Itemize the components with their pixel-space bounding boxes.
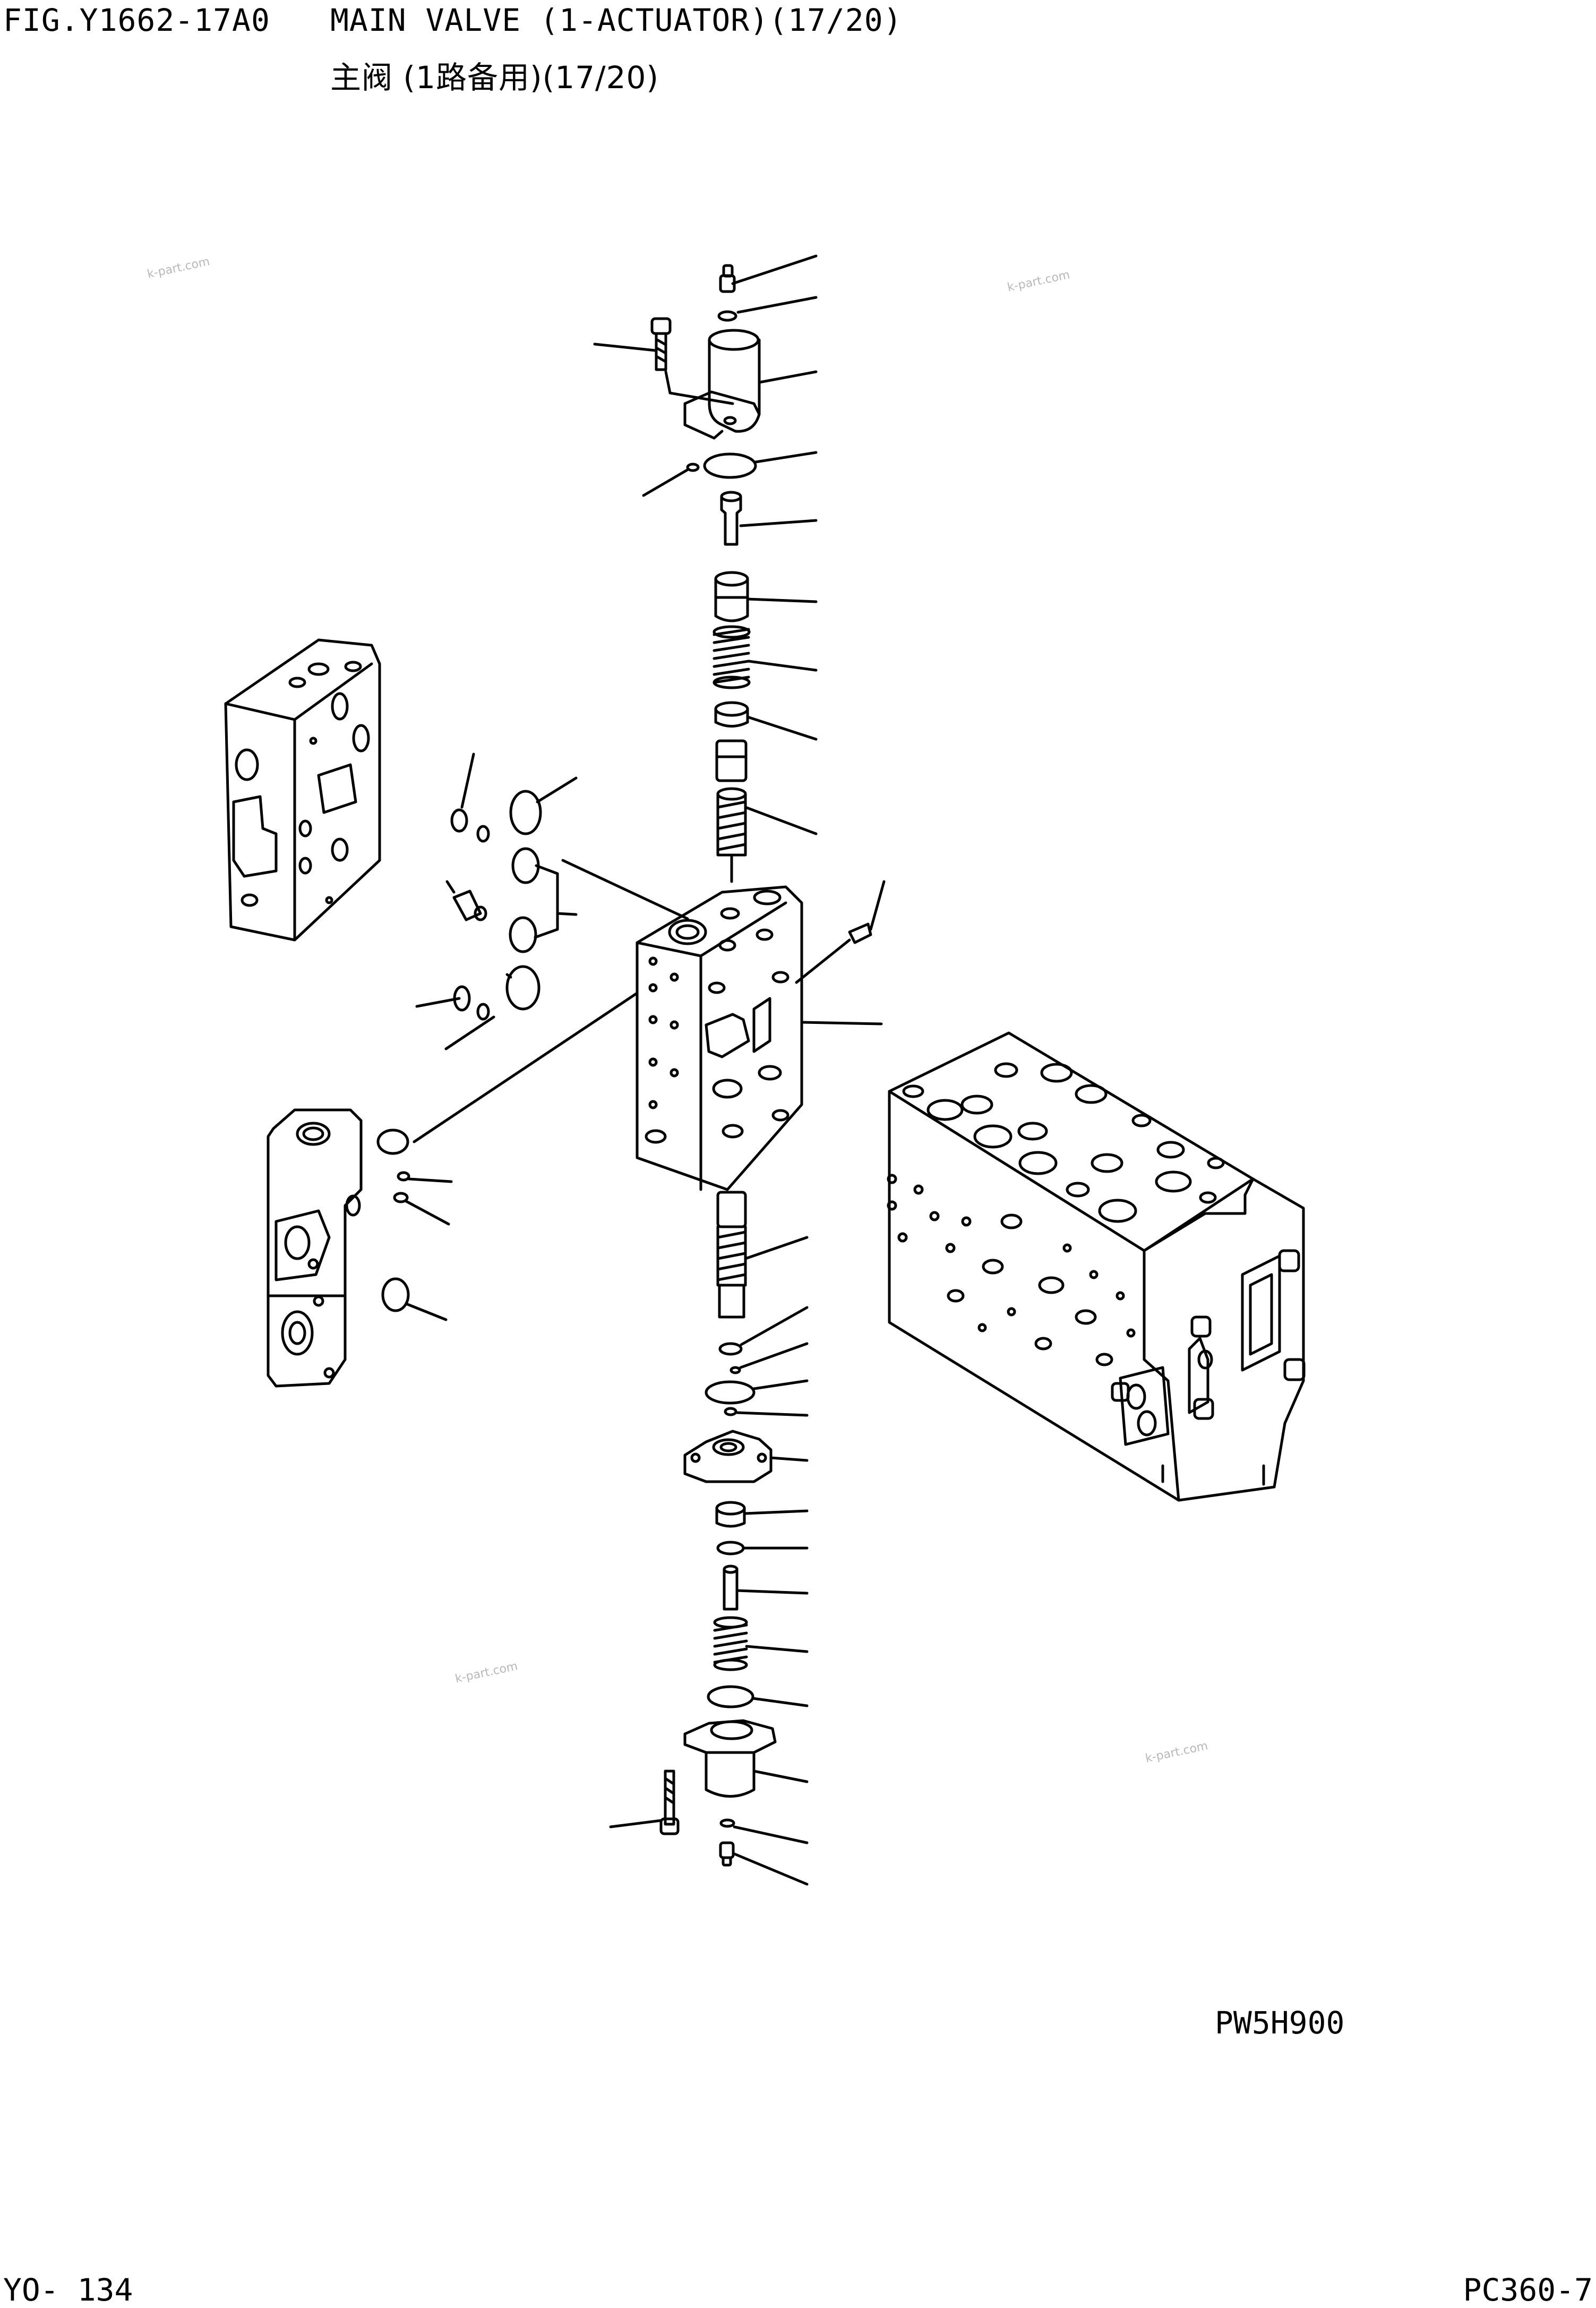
spool-upper xyxy=(715,739,818,883)
valve-section-block xyxy=(413,859,883,1191)
valve-block-lower-left xyxy=(267,1108,363,1388)
o-ring-small-2 xyxy=(718,1306,809,1356)
o-ring-small-4 xyxy=(724,1407,809,1417)
valve-block-upper-left xyxy=(224,638,381,942)
spring-2 xyxy=(713,1616,809,1671)
main-valve-assembly xyxy=(887,1031,1306,1502)
pin-2 xyxy=(723,1565,809,1611)
bolt-bottom xyxy=(609,1770,680,1835)
plug-top xyxy=(719,254,818,293)
o-ring-large-3 xyxy=(707,1685,809,1708)
pin-small xyxy=(445,880,487,921)
o-ring-large-2 xyxy=(705,1379,809,1405)
drawing-reference-code: PW5H900 xyxy=(1215,2005,1345,2041)
o-ring-large-1 xyxy=(642,451,818,497)
spool-lower xyxy=(716,1191,809,1319)
retainer xyxy=(714,571,818,622)
o-ring-small-5 xyxy=(719,1818,809,1844)
lower-stack xyxy=(609,1191,809,1886)
seal-1 xyxy=(715,1501,809,1528)
o-ring-small-3 xyxy=(730,1342,809,1374)
o-ring-group-lower-left xyxy=(376,1129,453,1321)
figure-id: FIG.Y1662-17A0 xyxy=(3,2,270,38)
title-english: MAIN VALVE (1-ACTUATOR)(17/20) xyxy=(330,2,903,38)
page-number: YO- 134 xyxy=(3,2272,133,2308)
flange-cover xyxy=(683,1430,809,1483)
upper-stack xyxy=(593,254,818,883)
o-ring-group-left xyxy=(415,753,578,1050)
plug-bottom xyxy=(719,1841,809,1886)
spring-seat-1 xyxy=(714,701,818,741)
bolt-top xyxy=(593,317,734,405)
spring-1 xyxy=(713,625,818,689)
plug-side xyxy=(795,880,886,984)
pin-1 xyxy=(720,491,818,546)
title-chinese: 主阀 (1路备用)(17/20) xyxy=(330,59,659,96)
o-ring-small-1 xyxy=(717,296,818,322)
machine-model: PC360-7 xyxy=(1463,2272,1593,2308)
cap-housing-top xyxy=(683,329,818,440)
cap-bolts xyxy=(1111,1249,1306,1420)
cap-housing-bottom xyxy=(683,1719,809,1798)
ring-1 xyxy=(716,1541,809,1555)
